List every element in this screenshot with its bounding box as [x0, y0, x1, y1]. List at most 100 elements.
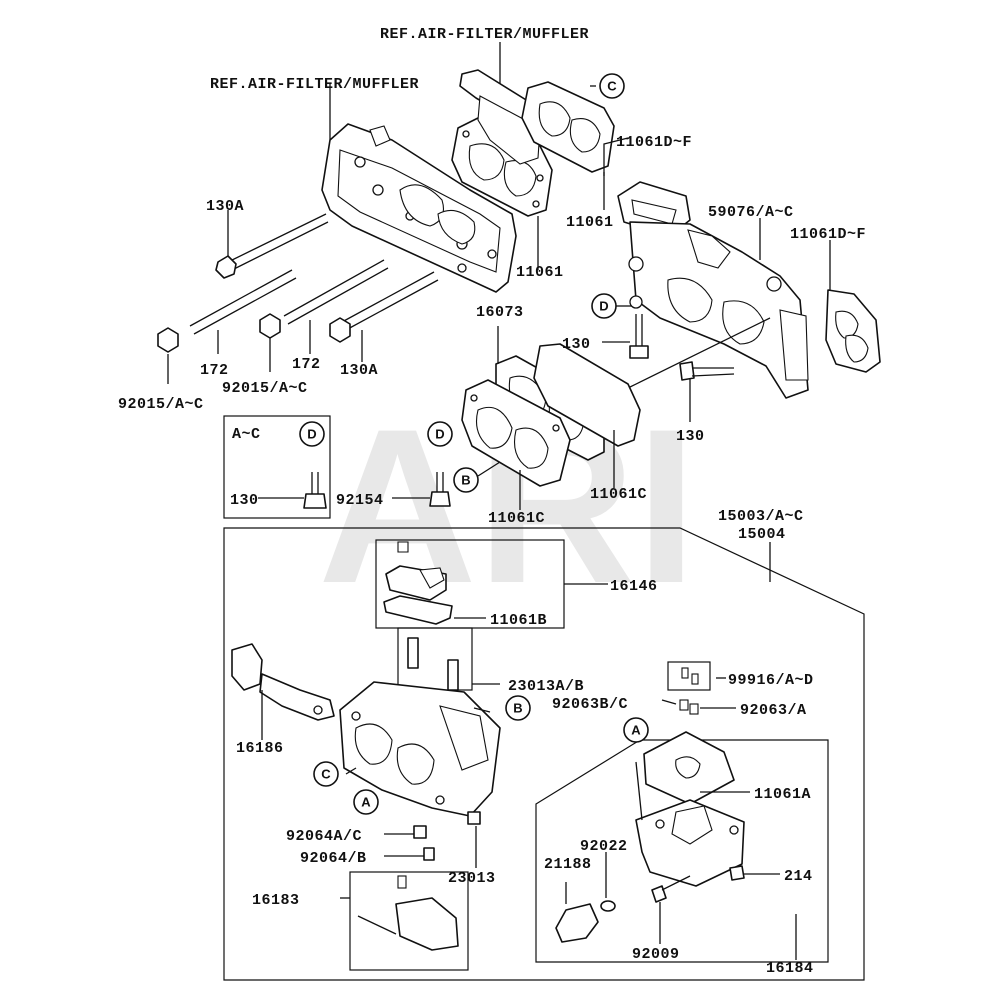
label-16183: 16183	[252, 892, 300, 909]
label-ref-air-filter-top: REF.AIR-FILTER/MUFFLER	[380, 26, 589, 43]
bolt-92154	[429, 472, 451, 507]
float-bowl-16184	[635, 799, 745, 887]
label-11061c-b: 11061C	[590, 486, 647, 503]
gasket-11061-rear	[521, 81, 615, 173]
label-172-a: 172	[200, 362, 229, 379]
valve-16183	[357, 875, 459, 951]
gasket-11061c-rear	[533, 343, 641, 447]
callout-b-carb: B	[505, 695, 531, 721]
carburetor-assembly-boundary	[223, 527, 865, 981]
jet-92064ac	[413, 825, 427, 839]
label-92015-left: 92015/A~C	[118, 396, 204, 413]
callout-c-carb: C	[313, 761, 339, 787]
carburetor-body	[339, 681, 501, 817]
label-ref-air-filter-left: REF.AIR-FILTER/MUFFLER	[210, 76, 419, 93]
jet-92063bc	[679, 699, 689, 711]
washer-92022	[600, 900, 616, 912]
bolt-130-right	[679, 361, 735, 381]
jets-99916	[681, 667, 699, 685]
nut-92015-mid	[259, 313, 281, 339]
jet-92063a	[689, 703, 699, 715]
leader-b-gasket	[477, 461, 501, 477]
label-16186: 16186	[236, 740, 284, 757]
label-inset-a-c: A~C	[232, 426, 261, 443]
label-16146: 16146	[610, 578, 658, 595]
label-92063bc: 92063B/C	[552, 696, 628, 713]
label-11061c-a: 11061C	[488, 510, 545, 527]
label-11061a: 11061A	[754, 786, 811, 803]
label-99916: 99916/A~D	[728, 672, 814, 689]
svg-text:B: B	[513, 701, 522, 716]
label-214: 214	[784, 868, 813, 885]
bolt-130-inset	[303, 472, 327, 509]
svg-text:D: D	[307, 427, 316, 442]
air-filter-housing-plate	[321, 123, 517, 293]
svg-text:C: C	[607, 79, 617, 94]
leader-manifold-to-gasket	[627, 317, 771, 389]
choke-plate-16146	[385, 541, 447, 601]
leader-lines	[167, 42, 831, 960]
label-11061b: 11061B	[490, 612, 547, 629]
label-92154: 92154	[336, 492, 384, 509]
callout-d-bolt: D	[427, 421, 453, 447]
label-130a-bottom: 130A	[340, 362, 378, 379]
screw-23013	[467, 811, 481, 825]
nut-92015-left	[157, 327, 179, 353]
label-15004: 15004	[738, 526, 786, 543]
label-92009: 92009	[632, 946, 680, 963]
callout-b-gasket: B	[453, 467, 479, 493]
label-92022: 92022	[580, 838, 628, 855]
screw-214	[729, 865, 745, 881]
screw-92009	[651, 875, 691, 903]
gasket-11061d-right	[825, 289, 881, 373]
label-92015-mid: 92015/A~C	[222, 380, 308, 397]
jet-23013ab	[407, 637, 459, 691]
label-16184: 16184	[766, 960, 814, 977]
callout-c-top: C	[599, 73, 625, 99]
svg-text:A: A	[631, 723, 641, 738]
label-16073: 16073	[476, 304, 524, 321]
label-23013ab: 23013A/B	[508, 678, 584, 695]
solenoid-16186	[231, 643, 335, 721]
label-130a-top: 130A	[206, 198, 244, 215]
inset-box-a-c	[223, 415, 331, 519]
jet-92064b	[423, 847, 435, 861]
label-92063a: 92063/A	[740, 702, 807, 719]
label-172-b: 172	[292, 356, 321, 373]
callout-a-carb: A	[353, 789, 379, 815]
label-130-right: 130	[676, 428, 705, 445]
svg-text:D: D	[599, 299, 608, 314]
label-23013: 23013	[448, 870, 496, 887]
label-92064b: 92064/B	[300, 850, 367, 867]
label-11061-b: 11061	[516, 264, 564, 281]
stud-172-b	[283, 259, 389, 325]
float-bowl-boundary	[535, 739, 829, 963]
label-92064ac: 92064A/C	[286, 828, 362, 845]
bolt-130-mid	[629, 314, 649, 359]
bolt-130a-top	[215, 213, 329, 279]
label-21188: 21188	[544, 856, 592, 873]
box-16183	[349, 871, 469, 971]
gasket-11061a	[643, 731, 735, 805]
solenoid-21188	[555, 903, 599, 943]
label-15003: 15003/A~C	[718, 508, 804, 525]
callout-d-manifold: D	[591, 293, 617, 319]
label-11061d-f-top: 11061D~F	[616, 134, 692, 151]
stud-172-a	[189, 269, 297, 335]
label-11061-a: 11061	[566, 214, 614, 231]
gasket-11061c-front	[461, 379, 571, 487]
intake-manifold-59076	[628, 221, 809, 399]
label-59076: 59076/A~C	[708, 204, 794, 221]
label-130-inset: 130	[230, 492, 259, 509]
label-11061d-f-right: 11061D~F	[790, 226, 866, 243]
svg-text:D: D	[435, 427, 444, 442]
bolt-130a-bottom	[329, 271, 439, 343]
callout-d-inset: D	[299, 421, 325, 447]
gasket-11061b	[383, 595, 453, 625]
label-130-mid: 130	[562, 336, 591, 353]
box-99916	[667, 661, 711, 691]
callout-a-bowl: A	[623, 717, 649, 743]
svg-text:A: A	[361, 795, 371, 810]
svg-text:B: B	[461, 473, 470, 488]
